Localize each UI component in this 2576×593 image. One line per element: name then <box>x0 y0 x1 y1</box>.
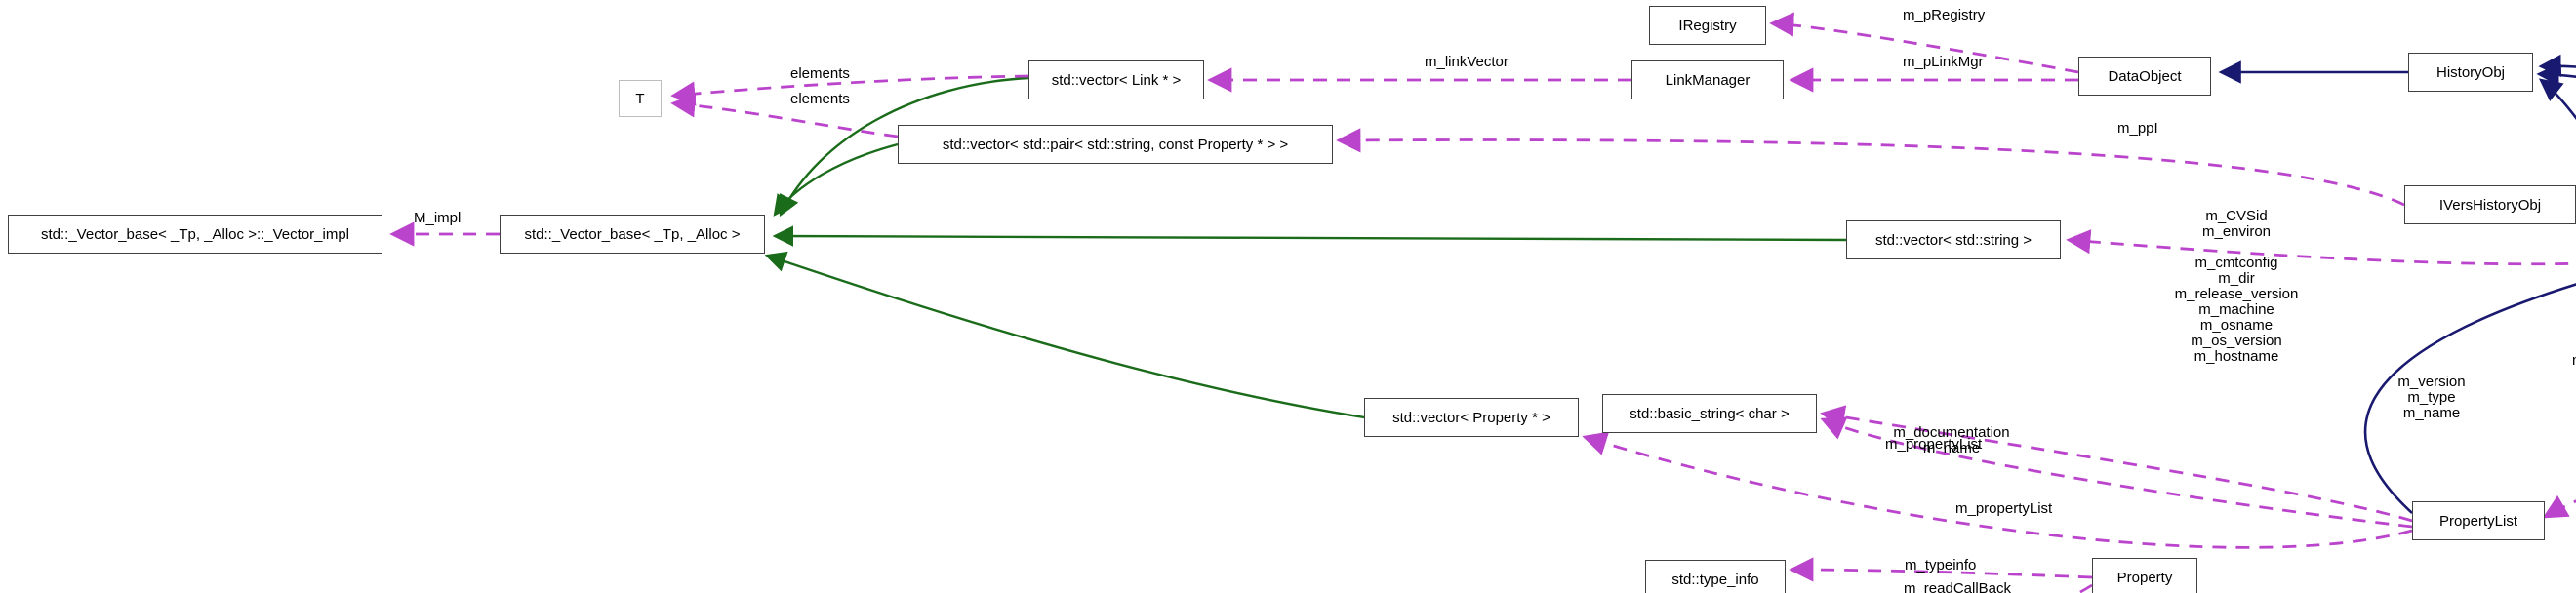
class-node-iregistry[interactable]: IRegistry <box>1649 6 1766 45</box>
edge-label-elements1: elements <box>790 65 850 82</box>
class-node-vector_link[interactable]: std::vector< Link * > <box>1028 60 1204 99</box>
class-node-vector_prop[interactable]: std::vector< Property * > <box>1364 398 1579 437</box>
class-node-tparam_t[interactable]: T <box>619 80 662 117</box>
edge-label-m_pRegistry: m_pRegistry <box>1903 7 1986 23</box>
edge-label-m_verfields: m_version m_type m_name <box>2397 374 2466 421</box>
class-node-basic_string[interactable]: std::basic_string< char > <box>1602 394 1817 433</box>
edge-label-m_docname: m_documentation m_name <box>1893 424 2010 456</box>
class-node-property[interactable]: Property <box>2092 558 2197 593</box>
edge-label-m_callbacks: m_readCallBack m_updateCallBack <box>1903 580 2012 593</box>
class-node-vector_string[interactable]: std::vector< std::string > <box>1846 220 2061 259</box>
usage-edges <box>389 12 2576 593</box>
class-node-dataobject[interactable]: DataObject <box>2078 57 2211 96</box>
class-node-propertylist[interactable]: PropertyList <box>2412 501 2545 540</box>
edge-label-m_impl: M_impl <box>414 210 462 226</box>
inheritance-edges <box>2218 54 2576 514</box>
class-node-type_info[interactable]: std::type_info <box>1645 560 1786 593</box>
edge-label-m_ppI: m_ppI <box>2117 120 2158 137</box>
edge-label-m_propertyList2: m_propertyList <box>1885 436 1983 453</box>
template-edges <box>764 76 1847 419</box>
class-node-historyobj[interactable]: HistoryObj <box>2408 53 2533 92</box>
class-node-linkmanager[interactable]: LinkManager <box>1631 60 1784 99</box>
edge-label-m_props: m_props <box>2572 353 2576 369</box>
class-node-vector_impl[interactable]: std::_Vector_base< _Tp, _Alloc >::_Vecto… <box>8 215 382 254</box>
edge-label-m_pLinkMgr: m_pLinkMgr <box>1903 54 1984 70</box>
class-node-vector_pair[interactable]: std::vector< std::pair< std::string, con… <box>898 125 1333 164</box>
class-node-vector_base[interactable]: std::_Vector_base< _Tp, _Alloc > <box>500 215 765 254</box>
edge-label-m_typeinfo: m_typeinfo <box>1905 557 1977 573</box>
edge-label-m_linkVector: m_linkVector <box>1425 54 1509 70</box>
edge-label-elements2: elements <box>790 91 850 107</box>
class-node-iversshistory[interactable]: IVersHistoryObj <box>2404 185 2576 224</box>
edge-label-m_jobfields: m_CVSid m_environ m_cmtconfig m_dir m_re… <box>2174 208 2299 365</box>
edge-label-m_propertyList1: m_propertyList <box>1955 500 2053 517</box>
